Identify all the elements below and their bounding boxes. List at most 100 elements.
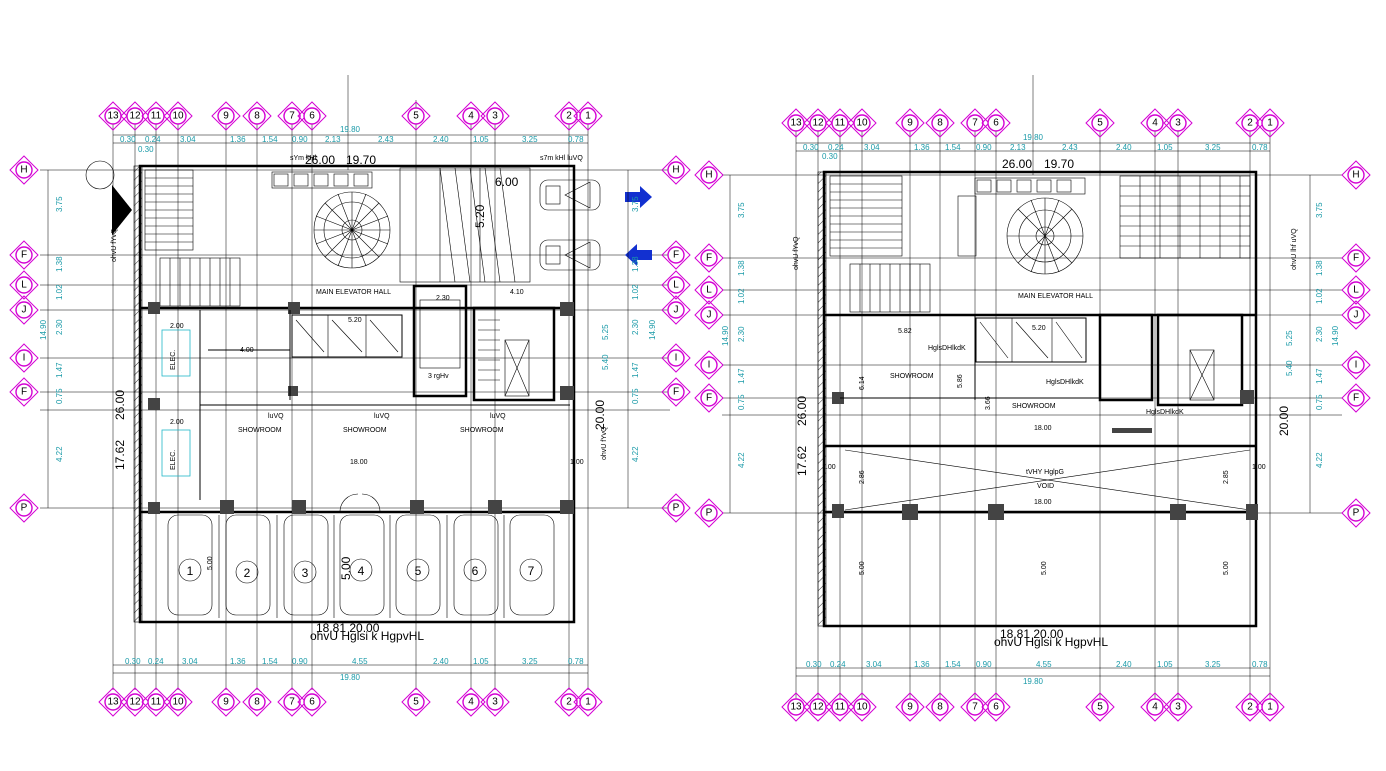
left-dim: 2.30 <box>737 326 746 342</box>
grid-bubble-circle <box>169 107 187 125</box>
misc-dim: 5.20 <box>1032 325 1046 332</box>
grid-bubble-label: 2 <box>1247 702 1253 713</box>
grid-bubble-diamond <box>661 377 691 407</box>
grid-bubble-label: H <box>20 165 27 176</box>
parking-dim: 5.00 <box>1041 561 1048 575</box>
grid-bubble-label: 12 <box>129 697 141 708</box>
grid-bubble-right: F <box>1341 243 1371 273</box>
grid-bubble-label: F <box>1353 393 1359 404</box>
grid-bubble-label: 9 <box>223 697 229 708</box>
grid-bubble-diamond <box>1341 275 1371 305</box>
side-label-right: ohvU fYvQ <box>601 426 608 460</box>
grid-bubble-circle <box>15 276 33 294</box>
grid-bubble-diamond <box>297 687 327 717</box>
top-dim: 0.90 <box>292 135 308 144</box>
grid-bubble-bottom: 4 <box>456 687 486 717</box>
grid-bubble-label: L <box>706 285 712 296</box>
top-center-dim: 26.00 <box>1002 157 1032 171</box>
parking-number: 3 <box>302 566 309 580</box>
grid-bubble-diamond <box>211 101 241 131</box>
top-dim: 3.04 <box>864 143 880 152</box>
grid-bubble-circle <box>700 356 718 374</box>
bottom-dim: 3.25 <box>522 657 538 666</box>
grid-bubble-circle <box>1241 114 1259 132</box>
left-north-circle-icon <box>85 160 115 190</box>
grid-bubble-right: L <box>661 270 691 300</box>
grid-bubble-circle <box>560 693 578 711</box>
grid-bubble-diamond <box>277 687 307 717</box>
top-dim: 0.78 <box>568 135 584 144</box>
grid-bubble-label: 3 <box>1175 118 1181 129</box>
bottom-dim: 1.36 <box>230 657 246 666</box>
right-dim: 1.38 <box>1315 260 1324 276</box>
grid-bubble-label: 2 <box>566 697 572 708</box>
left-grid-lines <box>40 75 670 690</box>
left-lift-buttons <box>271 171 373 189</box>
grid-bubble-diamond <box>661 155 691 185</box>
misc-dim: 2.00 <box>170 419 184 426</box>
grid-bubble-diamond <box>1341 498 1371 528</box>
left-dim: 1.47 <box>55 362 64 378</box>
grid-bubble-top: 3 <box>1163 108 1193 138</box>
showroom-code: luVQ <box>268 413 284 420</box>
right-dim: 4.22 <box>1315 452 1324 468</box>
right-dim: 0.75 <box>631 388 640 404</box>
grid-bubble-circle <box>1347 356 1365 374</box>
misc-dim: 5.82 <box>898 328 912 335</box>
right-dim: 0.75 <box>1315 394 1324 410</box>
grid-bubble-label: 11 <box>151 111 162 122</box>
grid-bubble-circle <box>1347 249 1365 267</box>
grid-bubble-label: H <box>705 170 712 181</box>
grid-bubble-circle <box>1241 698 1259 716</box>
grid-bubble-diamond <box>1163 692 1193 722</box>
right-columns <box>832 390 1258 520</box>
grid-bubble-diamond <box>825 108 855 138</box>
grid-bubble-circle <box>283 693 301 711</box>
grid-bubble-bottom: 12 <box>120 687 150 717</box>
grid-bubble-label: 8 <box>937 118 943 129</box>
grid-bubble-circle <box>1347 389 1365 407</box>
grid-bubble-circle <box>217 693 235 711</box>
grid-bubble-bottom: 6 <box>297 687 327 717</box>
grid-bubble-label: 12 <box>129 111 141 122</box>
elec-label: ELEC. <box>170 350 177 370</box>
grid-bubble-diamond <box>960 108 990 138</box>
grid-bubble-label: 8 <box>937 702 943 713</box>
grid-bubble-bottom: 5 <box>1085 692 1115 722</box>
grid-bubble-circle <box>126 107 144 125</box>
bottom-dim: 0.30 <box>125 657 141 666</box>
grid-bubble-diamond <box>694 275 724 305</box>
grid-bubble-right: P <box>1341 498 1371 528</box>
bottom-dim: 3.04 <box>182 657 198 666</box>
grid-bubble-diamond <box>781 108 811 138</box>
bottom-dim: 0.78 <box>1252 660 1268 669</box>
grid-bubble-circle <box>931 698 949 716</box>
grid-bubble-diamond <box>960 692 990 722</box>
grid-bubble-circle <box>700 389 718 407</box>
main-hall-label: MAIN ELEVATOR HALL <box>316 289 391 296</box>
plan-title: ohvU Hglsi k HgpvHL <box>310 629 424 643</box>
bottom-dim: 4.55 <box>352 657 368 666</box>
grid-bubble-label: 8 <box>254 697 260 708</box>
grid-bubble-circle <box>966 114 984 132</box>
left-dim: 3.75 <box>55 196 64 212</box>
bottom-dim: 0.90 <box>976 660 992 669</box>
grid-bubble-circle <box>1347 306 1365 324</box>
grid-bubble-label: F <box>706 253 712 264</box>
grid-bubble-label: F <box>21 250 27 261</box>
grid-bubble-right: F <box>661 377 691 407</box>
grid-bubble-top: 13 <box>98 101 128 131</box>
grid-bubble-circle <box>1169 114 1187 132</box>
grid-bubble-right: F <box>1341 383 1371 413</box>
top-dim: 2.40 <box>433 135 449 144</box>
grid-bubble-label: L <box>1353 285 1359 296</box>
left-dim: 4.22 <box>55 446 64 462</box>
top-small-dim: 0.30 <box>138 145 154 154</box>
misc-dim: 4.10 <box>510 289 524 296</box>
grid-bubble-top: 1 <box>573 101 603 131</box>
grid-bubble-circle <box>700 306 718 324</box>
grid-bubble-diamond <box>401 101 431 131</box>
grid-bubble-circle <box>15 161 33 179</box>
grid-bubble-diamond <box>825 692 855 722</box>
grid-bubble-diamond <box>1255 108 1285 138</box>
